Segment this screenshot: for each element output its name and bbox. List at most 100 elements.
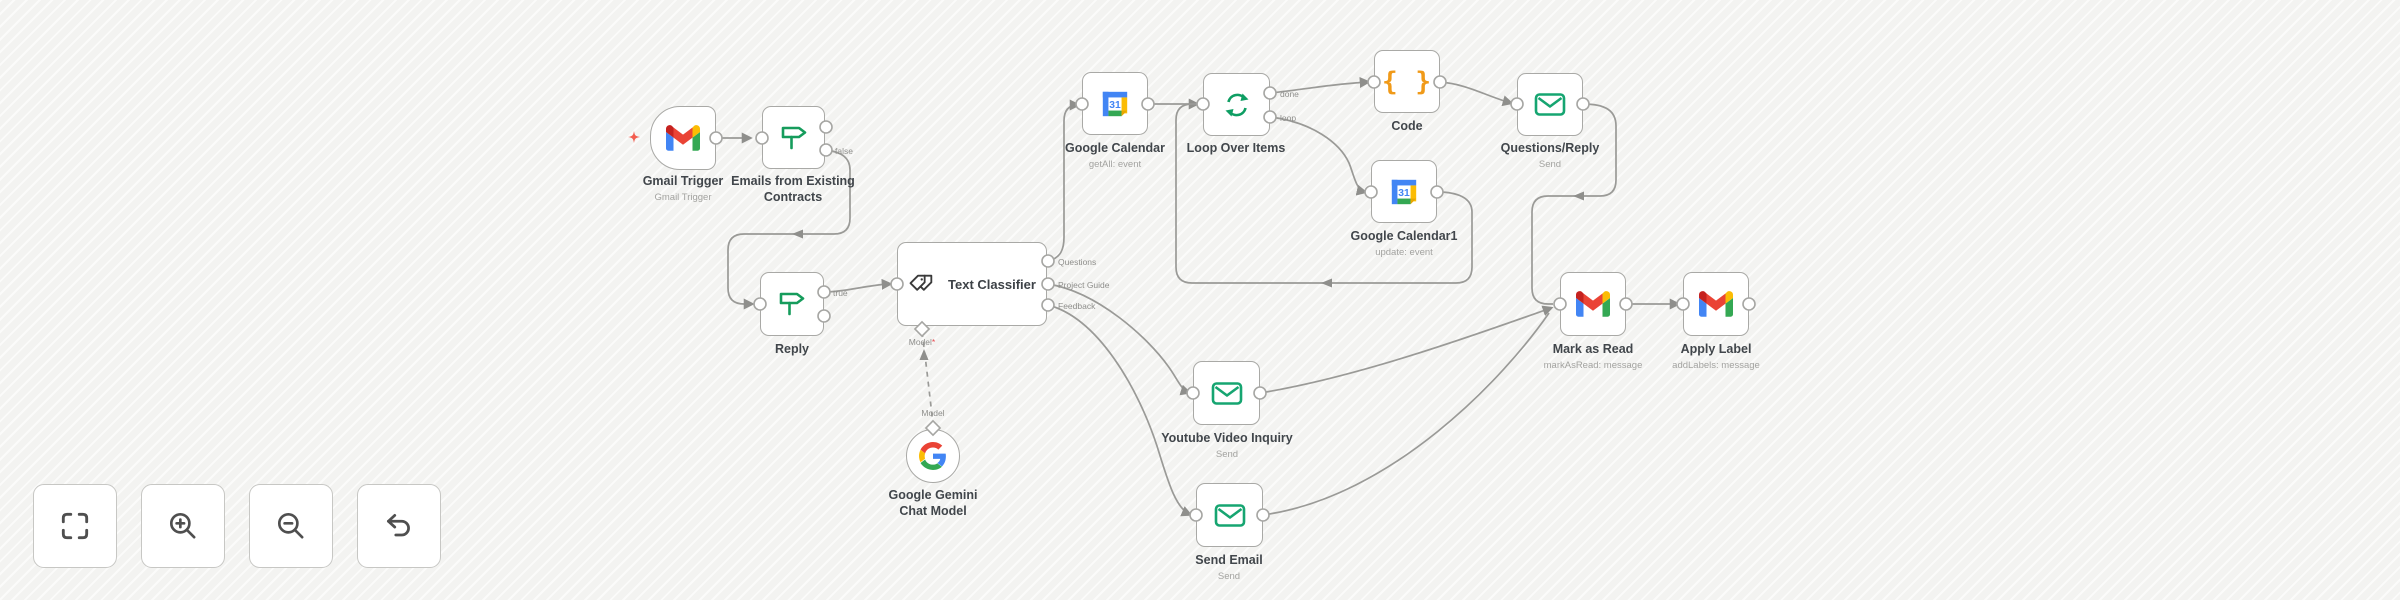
- label-questions-reply: Questions/Reply Send: [1500, 141, 1600, 170]
- port-sendemail-out[interactable]: [1256, 508, 1270, 522]
- wire-projectguide-to-youtube[interactable]: [1047, 283, 1192, 396]
- wire-questions-to-googlecalendar[interactable]: [1047, 99, 1081, 262]
- gmail-icon: [666, 125, 700, 151]
- email-icon: [1211, 381, 1242, 405]
- wire-arrow-left: [1321, 278, 1332, 288]
- wire-arrow-left: [792, 229, 803, 239]
- port-youtube-in[interactable]: [1186, 386, 1200, 400]
- port-gmail-out[interactable]: [709, 131, 723, 145]
- port-reply-out-false[interactable]: [817, 309, 831, 323]
- wire-done-to-code[interactable]: [1269, 76, 1371, 94]
- label-code: Code: [1391, 119, 1423, 133]
- port-textclassifier-feedback[interactable]: [1041, 298, 1055, 312]
- reset-zoom-button[interactable]: [357, 484, 441, 568]
- node-send-email[interactable]: [1196, 483, 1263, 547]
- port-googlecalendar1-in[interactable]: [1364, 185, 1378, 199]
- wire-arrow-up: [919, 349, 929, 360]
- svg-text:31: 31: [1398, 188, 1410, 199]
- label-google-calendar: Google Calendar getAll: event: [1064, 141, 1166, 170]
- port-youtube-out[interactable]: [1253, 386, 1267, 400]
- port-googlecalendar-out[interactable]: [1141, 97, 1155, 111]
- zoom-in-icon: [169, 512, 196, 539]
- port-textclassifier-questions[interactable]: [1041, 254, 1055, 268]
- node-code[interactable]: { }: [1374, 50, 1440, 113]
- node-google-calendar[interactable]: 31: [1082, 72, 1148, 135]
- label-apply-label: Apply Label addLabels: message: [1672, 342, 1760, 371]
- port-emails-out-true[interactable]: [819, 120, 833, 134]
- wire-emailsfalse-to-reply[interactable]: [727, 149, 851, 310]
- wire-loop-to-googlecalendar1[interactable]: [1269, 116, 1368, 196]
- email-icon: [1214, 503, 1245, 527]
- port-label-true: true: [833, 288, 848, 298]
- label-google-calendar-1: Google Calendar1 update: event: [1350, 229, 1458, 258]
- port-textclassifier-model[interactable]: [913, 320, 931, 338]
- port-questionsreply-in[interactable]: [1510, 97, 1524, 111]
- label-emails-filter: Emails from Existing Contracts: [731, 174, 855, 204]
- port-emails-in[interactable]: [755, 131, 769, 145]
- node-questions-reply[interactable]: [1517, 73, 1583, 136]
- canvas-controls: [33, 484, 441, 568]
- port-questionsreply-out[interactable]: [1576, 97, 1590, 111]
- zoom-out-button[interactable]: [249, 484, 333, 568]
- port-textclassifier-projectguide[interactable]: [1041, 277, 1055, 291]
- port-markasread-in[interactable]: [1553, 297, 1567, 311]
- port-applylabel-in[interactable]: [1676, 297, 1690, 311]
- google-calendar-icon: 31: [1102, 91, 1128, 116]
- port-label-false: false: [835, 146, 853, 156]
- gmail-icon: [1576, 291, 1610, 317]
- wire-gemini-to-textclassifier[interactable]: [921, 331, 934, 425]
- switch-icon: [781, 126, 806, 149]
- port-textclassifier-in[interactable]: [890, 277, 904, 291]
- port-markasread-out[interactable]: [1619, 297, 1633, 311]
- port-label-loop: loop: [1280, 113, 1297, 123]
- port-gemini-model-out[interactable]: [924, 419, 942, 437]
- port-loop-in[interactable]: [1196, 97, 1210, 111]
- zoom-to-fit-button[interactable]: [33, 484, 117, 568]
- port-emails-out-false[interactable]: [819, 143, 833, 157]
- svg-text:31: 31: [1109, 100, 1121, 111]
- node-emails-from-existing-contracts[interactable]: [762, 106, 825, 169]
- node-text-classifier[interactable]: Text Classifier: [897, 242, 1047, 326]
- port-googlecalendar1-out[interactable]: [1430, 185, 1444, 199]
- trigger-pin-marker: [628, 131, 640, 143]
- wire-arrow-left: [1573, 191, 1584, 201]
- wire-googlecalendar1-loopback[interactable]: [1175, 103, 1473, 284]
- node-google-gemini-chat-model[interactable]: [906, 429, 960, 483]
- email-icon: [1534, 93, 1566, 116]
- node-reply[interactable]: [760, 272, 824, 336]
- port-applylabel-out[interactable]: [1742, 297, 1756, 311]
- port-reply-out-true[interactable]: [817, 285, 831, 299]
- zoom-in-button[interactable]: [141, 484, 225, 568]
- zoom-to-fit-icon: [61, 512, 89, 540]
- node-mark-as-read[interactable]: [1560, 272, 1626, 336]
- port-code-in[interactable]: [1367, 75, 1381, 89]
- wire-sendemail-to-markasread[interactable]: [1262, 312, 1550, 516]
- wire-questionsreply-to-markasread[interactable]: [1531, 103, 1617, 305]
- port-sendemail-in[interactable]: [1189, 508, 1203, 522]
- port-loop-done[interactable]: [1263, 86, 1277, 100]
- wire-feedback-to-sendemail[interactable]: [1047, 304, 1193, 517]
- label-gmail-trigger: Gmail Trigger Gmail Trigger: [642, 174, 724, 203]
- port-code-out[interactable]: [1433, 75, 1447, 89]
- label-gemini-model: Google Gemini Chat Model: [888, 488, 978, 518]
- port-loop-loop[interactable]: [1263, 110, 1277, 124]
- port-label-model-required: Model*: [908, 337, 936, 347]
- label-loop-over-items: Loop Over Items: [1186, 141, 1286, 155]
- wire-youtube-to-markasread[interactable]: [1259, 305, 1554, 394]
- label-mark-as-read: Mark as Read markAsRead: message: [1543, 342, 1643, 371]
- loop-icon: [1225, 93, 1248, 116]
- code-icon: { }: [1382, 66, 1432, 97]
- label-reply: Reply: [774, 342, 810, 356]
- google-calendar-icon: 31: [1391, 179, 1417, 204]
- text-classifier-title: Text Classifier: [948, 276, 1036, 292]
- switch-icon: [779, 292, 805, 316]
- zoom-out-icon: [277, 512, 304, 539]
- port-label-feedback: Feedback: [1058, 301, 1096, 311]
- port-reply-in[interactable]: [753, 297, 767, 311]
- wire-code-to-questionsreply[interactable]: [1439, 81, 1514, 107]
- label-send-email: Send Email Send: [1195, 553, 1263, 582]
- port-googlecalendar-in[interactable]: [1075, 97, 1089, 111]
